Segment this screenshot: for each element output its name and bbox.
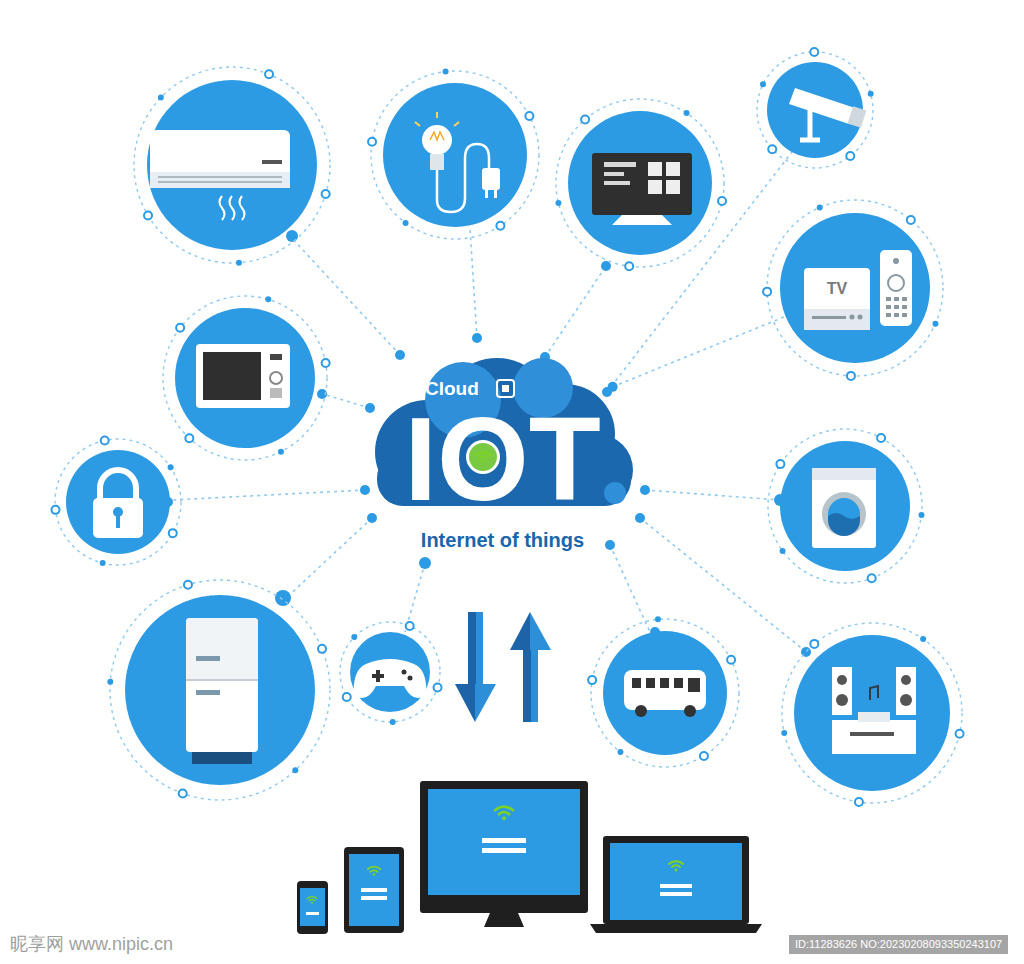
ring-dot	[817, 204, 823, 210]
ring-dot	[179, 789, 187, 797]
ring-dot	[168, 464, 174, 470]
ring-dot	[318, 645, 326, 653]
ring-dot	[810, 640, 818, 648]
ring-dot	[846, 152, 854, 160]
ring-dot	[555, 200, 561, 206]
bulb-icon	[415, 112, 500, 212]
ring-dot	[169, 529, 177, 537]
device-label: TV	[804, 281, 870, 297]
ring-dot	[776, 460, 784, 468]
ring-dot	[322, 359, 330, 367]
ring-dot	[588, 676, 596, 684]
ring-dot	[920, 636, 926, 642]
wire-dot	[608, 382, 618, 392]
tv-box-circle: TV	[780, 213, 930, 363]
ring-dot	[684, 110, 690, 116]
ring-dot	[907, 216, 915, 224]
ring-dot	[718, 197, 726, 205]
ring-dot	[184, 581, 192, 589]
iot-title: IOT	[365, 400, 640, 518]
devices-icon	[297, 781, 762, 934]
ring-dot	[292, 767, 298, 773]
bus-icon	[624, 670, 706, 717]
ring-dot	[868, 574, 876, 582]
ring-dot	[760, 81, 766, 87]
ring-dot	[918, 512, 924, 518]
image-id: ID:11283626 NO:20230208093350243107	[789, 935, 1008, 954]
stereo-icon	[832, 667, 916, 754]
ring-dot	[617, 749, 623, 755]
ring-dot	[107, 679, 113, 685]
ring-dot	[625, 262, 633, 270]
ring-dot	[51, 506, 59, 514]
ring-dot	[278, 449, 284, 455]
fridge-icon	[186, 618, 258, 764]
dashed-ring	[55, 52, 962, 803]
ring-dot	[810, 48, 818, 56]
air-conditioner-icon	[150, 130, 290, 220]
ring-dot	[51, 48, 963, 806]
ring-dot	[343, 693, 351, 701]
ring-dot	[768, 145, 776, 153]
dashed-connector	[613, 316, 786, 387]
lock-icon	[93, 470, 143, 538]
ring-dot	[100, 560, 106, 566]
ring-dot	[443, 69, 449, 75]
iot-cloud: CloudIOT Internet of things	[365, 350, 640, 565]
watermark: 昵享网 www.nipic.cn	[10, 935, 173, 953]
ring-dot	[144, 212, 152, 220]
ring-dot	[176, 324, 184, 332]
ring-dot	[265, 296, 271, 302]
ring-dot	[780, 548, 786, 554]
ring-dot	[185, 434, 193, 442]
ring-dot	[434, 684, 442, 692]
ring-dot	[351, 634, 357, 640]
ring-dot	[525, 112, 533, 120]
ring-dot	[932, 321, 938, 327]
ring-dot	[700, 752, 708, 760]
ring-dot	[877, 434, 885, 442]
ring-dot	[655, 616, 661, 622]
tv-box-icon	[780, 213, 930, 363]
microwave-icon	[196, 344, 290, 408]
smart-tv-icon	[592, 153, 692, 225]
ring-dot	[496, 222, 504, 230]
washing-machine-icon	[812, 468, 876, 548]
ring-dot	[847, 372, 855, 380]
ring-dot	[956, 730, 964, 738]
ring-dot	[265, 70, 273, 78]
ring-dot	[158, 95, 164, 101]
ring-dot	[390, 719, 396, 725]
ring-dot	[322, 190, 330, 198]
ring-dot	[236, 260, 242, 266]
ring-dot	[101, 436, 109, 444]
ring-dot	[581, 115, 589, 123]
cloud-label: Cloud	[425, 379, 493, 398]
ring-dot	[855, 798, 863, 806]
ring-dot	[368, 138, 376, 146]
sync-arrows	[455, 612, 551, 722]
camera-icon	[789, 88, 866, 140]
device-circle	[66, 62, 950, 791]
ring-dot	[781, 730, 787, 736]
ring-dot	[868, 91, 874, 97]
ring-dot	[727, 656, 735, 664]
ring-dot	[406, 622, 414, 630]
gamepad-icon	[354, 659, 427, 698]
wire-dot	[163, 230, 811, 657]
iot-subtitle: Internet of things	[365, 530, 640, 550]
ring-dot	[403, 220, 409, 226]
ring-dot	[763, 288, 771, 296]
